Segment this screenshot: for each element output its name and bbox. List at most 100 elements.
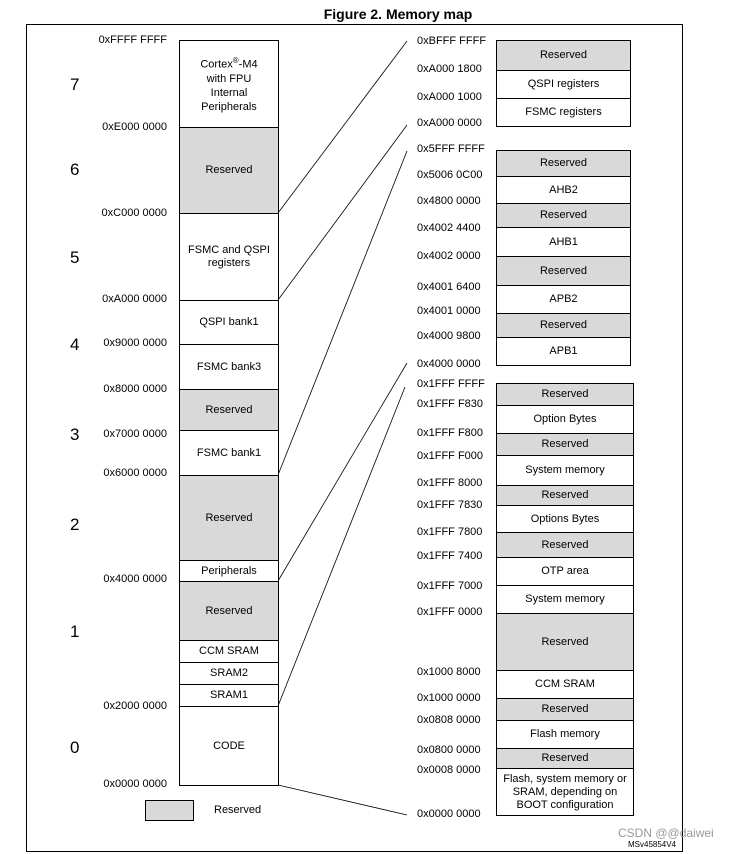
main-map-address: 0x8000 0000 [103,383,167,395]
region-number: 1 [70,622,80,641]
code-map-block-flash-system-memory-or-sram-depending-on-boot-configuration: Flash, system memory or SRAM, depending … [496,768,634,816]
code-map-block-ccm-sram: CCM SRAM [496,670,634,699]
code-map-address: 0x1FFF F830 [417,398,484,410]
main-map-block-fsmc-bank1: FSMC bank1 [179,430,279,476]
main-map-address: 0xC000 0000 [101,207,167,219]
code-map-block-reserved: Reserved [496,485,634,506]
connector-line [277,150,408,476]
main-map-address: 0x7000 0000 [103,428,167,440]
main-map-address: 0x2000 0000 [103,700,167,712]
region-number: 0 [70,738,80,757]
legend-reserved-swatch [145,800,194,821]
fsmc-map-block-qspi-registers: QSPI registers [496,70,631,99]
main-map-block-fsmc-bank3: FSMC bank3 [179,344,279,390]
main-map-block-reserved: Reserved [179,127,279,214]
peripheral-map-address: 0x4001 6400 [417,281,481,293]
code-map-block-reserved: Reserved [496,532,634,558]
peripheral-map-block-apb1: APB1 [496,337,631,366]
region-number: 6 [70,160,80,179]
region-number: 4 [70,335,80,354]
peripheral-map-block-reserved: Reserved [496,203,631,228]
code-map-block-system-memory: System memory [496,455,634,486]
region-number: 7 [70,75,80,94]
peripheral-map-block-apb2: APB2 [496,285,631,314]
code-map-address: 0x1FFF 7800 [417,526,483,538]
fsmc-map-block-reserved: Reserved [496,40,631,71]
peripheral-map-block-reserved: Reserved [496,150,631,177]
peripheral-map-address: 0x4002 0000 [417,250,481,262]
main-map-block-reserved: Reserved [179,475,279,561]
main-map-address: 0xA000 0000 [102,293,167,305]
code-map-block-reserved: Reserved [496,383,634,406]
figure-title: Figure 2. Memory map [323,6,473,22]
main-map-block-fsmc-and-qspi-registers: FSMC and QSPI registers [179,213,279,301]
code-map-address: 0x1FFF F000 [417,450,484,462]
figure-frame [26,24,683,852]
code-map-block-reserved: Reserved [496,433,634,456]
code-map-address: 0x1FFF 7400 [417,550,483,562]
main-map-address: 0xE000 0000 [102,121,167,133]
main-map-block-reserved: Reserved [179,581,279,641]
main-map-address: 0x4000 0000 [103,573,167,585]
fsmc-map-block-fsmc-registers: FSMC registers [496,98,631,127]
main-map-address: 0x6000 0000 [103,467,167,479]
main-map-block-code: CODE [179,706,279,786]
main-map-address: 0x9000 0000 [103,337,167,349]
code-map-block-options-bytes: Options Bytes [496,505,634,533]
peripheral-map-block-ahb1: AHB1 [496,227,631,257]
peripheral-map-block-reserved: Reserved [496,256,631,286]
code-map-block-reserved: Reserved [496,748,634,769]
fsmc-map-address: 0xA000 1800 [417,63,482,75]
peripheral-map-address: 0x4000 0000 [417,358,481,370]
fsmc-map-address: 0xA000 0000 [417,117,482,129]
main-map-block-sram2: SRAM2 [179,662,279,685]
code-map-address: 0x1000 0000 [417,692,481,704]
main-map-block-peripherals: Peripherals [179,560,279,582]
code-map-address: 0x1000 8000 [417,666,481,678]
peripheral-map-address: 0x4000 9800 [417,330,481,342]
code-map-address: 0x0808 0000 [417,714,481,726]
watermark: CSDN @@daiwei [618,826,714,840]
main-map-block-sram1: SRAM1 [179,684,279,707]
main-map-address: 0x0000 0000 [103,778,167,790]
code-map-address: 0x1FFF 7830 [417,499,483,511]
peripheral-map-address: 0x4800 0000 [417,195,481,207]
fsmc-map-address: 0xA000 1000 [417,91,482,103]
main-map-block-qspi-bank1: QSPI bank1 [179,300,279,345]
fsmc-map-address: 0xBFFF FFFF [417,35,487,47]
code-map-block-reserved: Reserved [496,613,634,671]
code-map-address: 0x0000 0000 [417,808,481,820]
code-map-address: 0x0008 0000 [417,764,481,776]
legend-label: Reserved [214,804,262,816]
connector-line [277,40,408,214]
connector-line [277,362,408,582]
connector-line [277,784,408,816]
peripheral-map-address: 0x4001 0000 [417,305,481,317]
code-map-address: 0x1FFF F800 [417,427,484,439]
code-map-block-system-memory: System memory [496,585,634,614]
connector-line [277,386,406,707]
peripheral-map-block-reserved: Reserved [496,313,631,338]
code-map-address: 0x0800 0000 [417,744,481,756]
region-number: 3 [70,425,80,444]
figure-code: MSv45854V4 [628,840,677,849]
main-map-address: 0xFFFF FFFF [98,34,167,46]
peripheral-map-address: 0x5006 0C00 [417,169,483,181]
code-map-block-flash-memory: Flash memory [496,720,634,749]
code-map-block-otp-area: OTP area [496,557,634,586]
code-map-block-reserved: Reserved [496,698,634,721]
connector-line [277,124,408,301]
code-map-address: 0x1FFF FFFF [417,378,485,390]
main-map-block-reserved: Reserved [179,389,279,431]
peripheral-map-block-ahb2: AHB2 [496,176,631,204]
region-number: 2 [70,515,80,534]
region-number: 5 [70,248,80,267]
code-map-block-option-bytes: Option Bytes [496,405,634,434]
peripheral-map-address: 0x4002 4400 [417,222,481,234]
code-map-address: 0x1FFF 7000 [417,580,483,592]
code-map-address: 0x1FFF 8000 [417,477,483,489]
main-map-block-ccm-sram: CCM SRAM [179,640,279,663]
